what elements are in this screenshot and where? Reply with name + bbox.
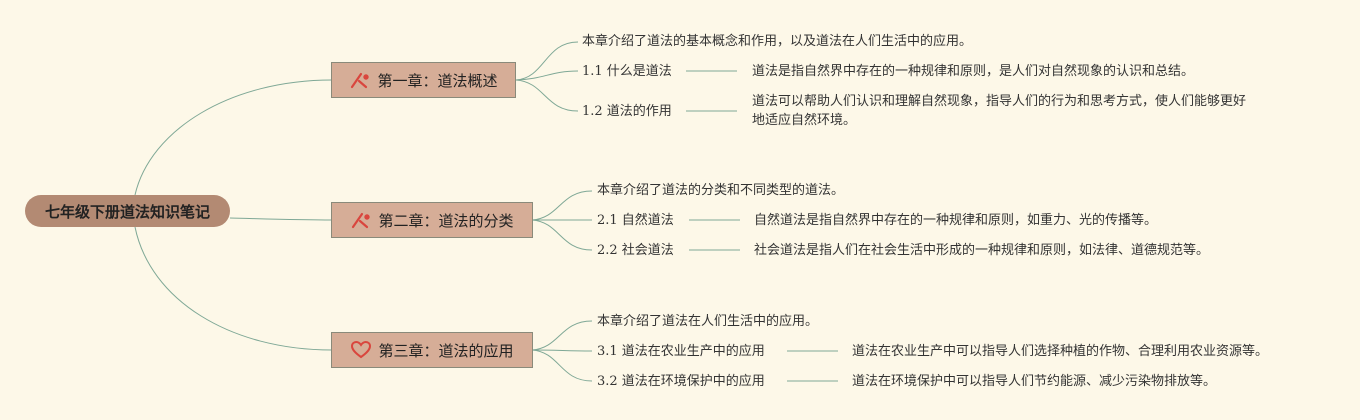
section-detail: 道法在农业生产中可以指导人们选择种植的作物、合理利用农业资源等。 — [852, 344, 1269, 359]
section-title: 1.2 道法的作用 — [582, 104, 672, 119]
chapter-title: 第一章：道法概述 — [377, 71, 498, 90]
section-title: 1.1 什么是道法 — [582, 64, 672, 79]
section-detail: 道法是指自然界中存在的一种规律和原则，是人们对自然现象的认识和总结。 — [752, 64, 1195, 79]
root-title: 七年级下册道法知识笔记 — [44, 202, 210, 221]
root-node[interactable]: 七年级下册道法知识笔记 — [25, 195, 230, 227]
chapter-summary: 本章介绍了道法的分类和不同类型的道法。 — [597, 183, 845, 198]
section-detail: 道法在环境保护中可以指导人们节约能源、减少污染物排放等。 — [852, 374, 1217, 389]
chapter-title: 第三章：道法的应用 — [378, 341, 514, 360]
chapter-node-2[interactable]: 第二章：道法的分类 — [331, 202, 533, 238]
chapter-title: 第二章：道法的分类 — [378, 211, 514, 230]
section-detail: 社会道法是指人们在社会生活中形成的一种规律和原则，如法律、道德规范等。 — [754, 243, 1210, 258]
chapter-summary: 本章介绍了道法的基本概念和作用，以及道法在人们生活中的应用。 — [582, 34, 973, 49]
section-detail: 自然道法是指自然界中存在的一种规律和原则，如重力、光的传播等。 — [754, 213, 1158, 228]
section-title: 2.1 自然道法 — [597, 213, 674, 228]
section-detail: 道法可以帮助人们认识和理解自然现象，指导人们的行为和思考方式，使人们能够更好地适… — [752, 94, 1247, 128]
section-title: 2.2 社会道法 — [597, 243, 674, 258]
section-title: 3.2 道法在环境保护中的应用 — [597, 374, 765, 389]
chapter-summary: 本章介绍了道法在人们生活中的应用。 — [597, 314, 819, 329]
tools-icon — [350, 210, 372, 230]
chapter-node-3[interactable]: 第三章：道法的应用 — [331, 332, 533, 368]
heart-icon — [350, 340, 372, 360]
section-title: 3.1 道法在农业生产中的应用 — [597, 344, 765, 359]
chapter-node-1[interactable]: 第一章：道法概述 — [331, 62, 516, 98]
tools-icon — [349, 70, 371, 90]
